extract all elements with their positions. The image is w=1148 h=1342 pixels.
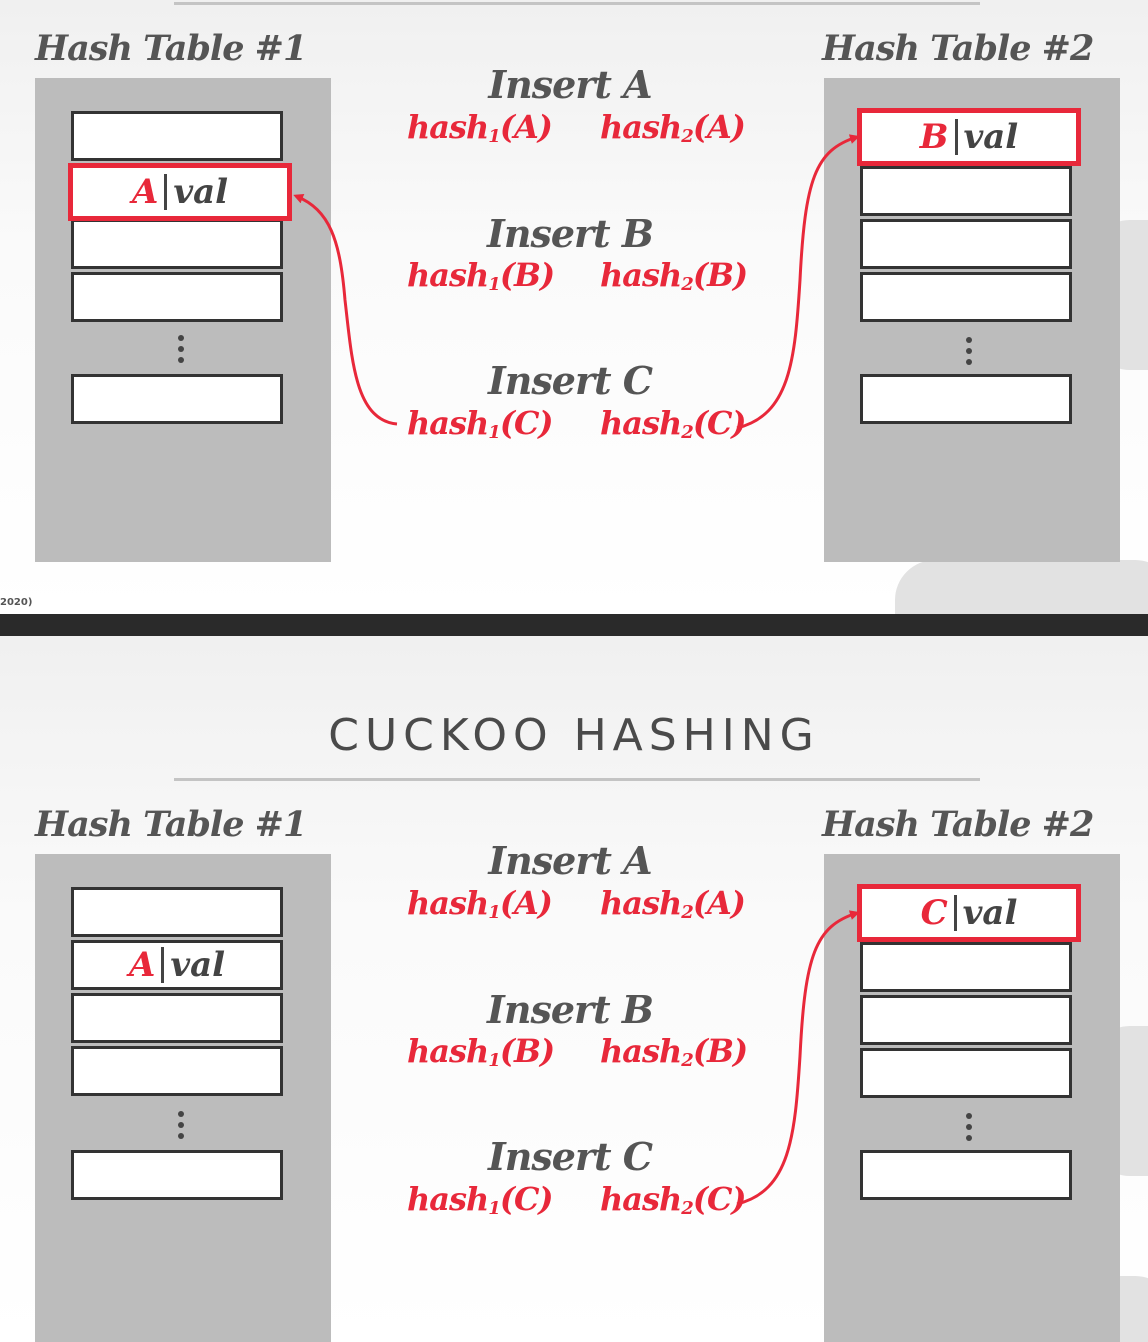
table2-slot-highlighted: B val	[857, 108, 1081, 166]
hash2-a: hash2(A)	[600, 884, 746, 923]
table2-slot	[860, 995, 1072, 1045]
slot-value: val	[962, 893, 1018, 933]
arrow-hash1-c-to-table1	[293, 194, 398, 426]
slot-separator	[161, 947, 165, 983]
slot-separator	[953, 895, 957, 931]
ellipsis-icon	[966, 1113, 972, 1146]
ellipsis-icon	[178, 335, 184, 368]
hash2-b: hash2(B)	[600, 1032, 748, 1071]
ellipsis-icon	[966, 337, 972, 370]
hash1-b: hash1(B)	[407, 256, 555, 295]
slot-value: val	[963, 117, 1019, 157]
slide-bottom: CUCKOO HASHING Hash Table #1 Hash Table …	[0, 636, 1148, 1342]
hash2-c: hash2(C)	[600, 1180, 747, 1219]
table2-slot	[860, 942, 1072, 992]
table1-slot	[71, 219, 283, 269]
hash1-a: hash1(A)	[407, 884, 553, 923]
slot-key: A	[128, 945, 156, 985]
arrow-hash2-c-to-table2	[736, 134, 860, 430]
table2-slot	[860, 272, 1072, 322]
hash2-c: hash2(C)	[600, 404, 747, 443]
table2-slot	[860, 219, 1072, 269]
table2-slot-highlighted: C val	[857, 884, 1081, 942]
table2-slot	[860, 166, 1072, 216]
insert-a-label: Insert A	[488, 838, 652, 883]
insert-b-label: Insert B	[487, 987, 654, 1032]
hash1-c: hash1(C)	[407, 1180, 554, 1219]
slot-key: B	[919, 117, 949, 157]
hash1-b: hash1(B)	[407, 1032, 555, 1071]
arrows-layer	[293, 134, 860, 430]
ellipsis-icon	[178, 1111, 184, 1144]
table1-slot	[71, 993, 283, 1043]
slot-key: A	[131, 172, 159, 212]
slot-separator	[954, 119, 958, 155]
table1-slot	[71, 272, 283, 322]
hash1-c: hash1(C)	[407, 404, 554, 443]
title-rule	[174, 778, 980, 781]
slide-title: CUCKOO HASHING	[328, 710, 820, 761]
hash-table-1-title: Hash Table #1	[35, 28, 307, 69]
table1-slot	[71, 887, 283, 937]
arrows-layer	[736, 910, 860, 1206]
arrow-hash2-c-to-table2	[736, 910, 860, 1206]
title-rule	[174, 2, 980, 5]
table1-slot-highlighted: A val	[68, 163, 292, 221]
table1-slot	[71, 111, 283, 161]
slot-value: val	[170, 945, 226, 985]
hash2-b: hash2(B)	[600, 256, 748, 295]
insert-c-label: Insert C	[487, 1134, 653, 1179]
slide-divider	[0, 614, 1148, 636]
slot-value: val	[173, 172, 229, 212]
hash-table-2-title: Hash Table #2	[822, 804, 1094, 845]
hash-table-1-title: Hash Table #1	[35, 804, 307, 845]
insert-a-label: Insert A	[488, 62, 652, 107]
hash1-a: hash1(A)	[407, 108, 553, 147]
table1-slot-filled: A val	[71, 940, 283, 990]
hash-table-2-title: Hash Table #2	[822, 28, 1094, 69]
slot-separator	[164, 174, 168, 210]
table2-slot	[860, 374, 1072, 424]
footnote: 2020)	[0, 597, 33, 608]
table1-slot	[71, 1046, 283, 1096]
slot-key: C	[920, 893, 948, 933]
slide-top: Hash Table #1 Hash Table #2 A val B val …	[0, 0, 1148, 614]
insert-c-label: Insert C	[487, 358, 653, 403]
insert-b-label: Insert B	[487, 211, 654, 256]
hash2-a: hash2(A)	[600, 108, 746, 147]
table1-slot	[71, 374, 283, 424]
table2-slot	[860, 1048, 1072, 1098]
table1-slot	[71, 1150, 283, 1200]
table2-slot	[860, 1150, 1072, 1200]
background-decoration	[895, 560, 1148, 614]
